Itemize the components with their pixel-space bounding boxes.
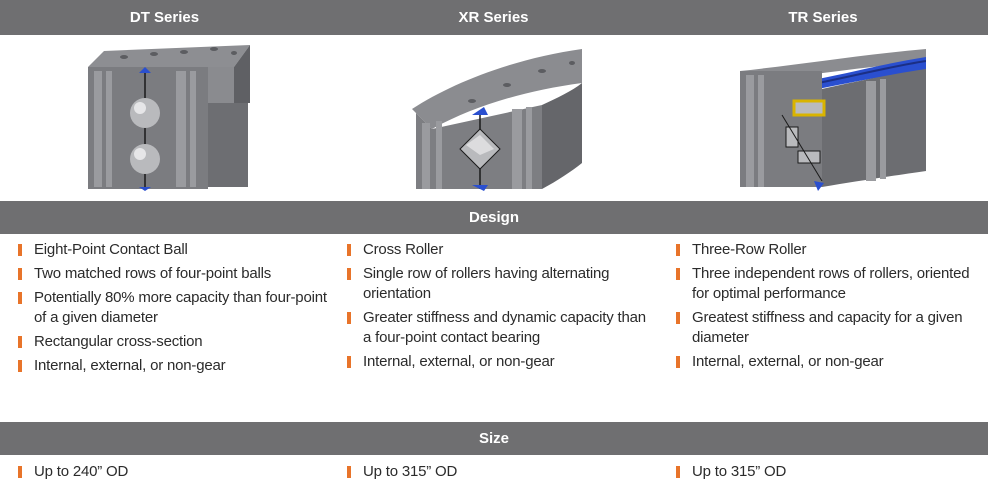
list-item: Internal, external, or non-gear — [343, 352, 658, 372]
tr-design-column: Three-Row Roller Three independent rows … — [658, 240, 988, 380]
tr-design-list: Three-Row Roller Three independent rows … — [672, 240, 988, 372]
list-item: Up to 240” OD — [14, 462, 329, 482]
list-item: Eight-Point Contact Ball — [14, 240, 329, 260]
list-item: Up to 315” OD — [343, 462, 658, 482]
tr-bearing-cross-section-icon — [740, 49, 926, 191]
dt-design-column: Eight-Point Contact Ball Two matched row… — [0, 240, 329, 380]
tr-size-list: Up to 315” OD — [672, 462, 988, 482]
list-item: Internal, external, or non-gear — [14, 356, 329, 376]
dt-design-list: Eight-Point Contact Ball Two matched row… — [14, 240, 329, 376]
dt-size-list: Up to 240” OD — [14, 462, 329, 482]
series-header: DT Series XR Series TR Series — [0, 0, 988, 35]
dt-bearing-cross-section-icon — [88, 45, 250, 191]
list-item: Three-Row Roller — [672, 240, 988, 260]
size-section-header: Size — [0, 422, 988, 455]
bearing-images — [0, 35, 988, 201]
list-item: Internal, external, or non-gear — [672, 352, 988, 372]
list-item: Two matched rows of four-point balls — [14, 264, 329, 284]
size-lists: Up to 240” OD Up to 315” OD Up to 315” O… — [0, 462, 988, 486]
xr-size-column: Up to 315” OD — [329, 462, 658, 486]
xr-design-list: Cross Roller Single row of rollers havin… — [343, 240, 658, 372]
list-item: Up to 315” OD — [672, 462, 988, 482]
tr-series-title: TR Series — [788, 9, 858, 26]
xr-bearing-cross-section-icon — [412, 49, 582, 191]
list-item: Single row of rollers having alternating… — [343, 264, 658, 304]
list-item: Cross Roller — [343, 240, 658, 260]
list-item: Three independent rows of rollers, orien… — [672, 264, 988, 304]
list-item: Greatest stiffness and capacity for a gi… — [672, 308, 988, 348]
xr-design-column: Cross Roller Single row of rollers havin… — [329, 240, 658, 380]
xr-size-list: Up to 315” OD — [343, 462, 658, 482]
dt-series-title: DT Series — [129, 9, 200, 26]
dt-size-column: Up to 240” OD — [0, 462, 329, 486]
list-item: Rectangular cross-section — [14, 332, 329, 352]
xr-series-title: XR Series — [458, 9, 529, 26]
design-lists: Eight-Point Contact Ball Two matched row… — [0, 240, 988, 380]
list-item: Greater stiffness and dynamic capacity t… — [343, 308, 658, 348]
tr-size-column: Up to 315” OD — [658, 462, 988, 486]
design-section-header: Design — [0, 201, 988, 234]
list-item: Potentially 80% more capacity than four-… — [14, 288, 329, 328]
